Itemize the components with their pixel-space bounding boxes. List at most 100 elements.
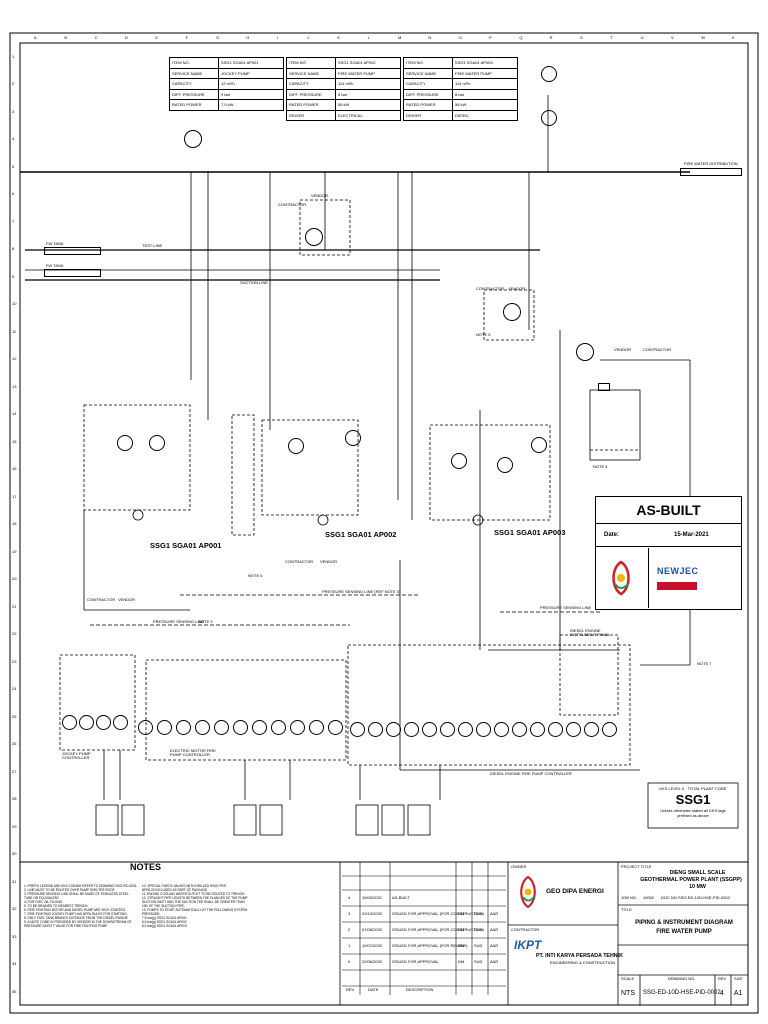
note-7-tag: NOTE 7 bbox=[697, 661, 712, 666]
controller-instrument-bubble bbox=[458, 722, 473, 737]
grid-col-label: M bbox=[398, 35, 402, 40]
grid-col-label: N bbox=[428, 35, 432, 40]
note-5-tag: NOTE 5 bbox=[476, 332, 491, 337]
controller-instrument-bubble bbox=[422, 722, 437, 737]
instrument-bubble-fi bbox=[503, 303, 521, 321]
grid-row-label: 33 bbox=[12, 933, 17, 939]
revision-date: 07/08/2020 bbox=[362, 927, 383, 932]
pump-table-row: ITEM NO.SSG1 SGA01 AP001 bbox=[169, 57, 284, 69]
asbuilt-stamp: AS-BUILT Date: 15-Mar-2021 NEWJEC bbox=[595, 496, 742, 610]
instrument-bubble-pshh bbox=[184, 130, 202, 148]
fw-tank-line-tag-2 bbox=[44, 269, 101, 277]
grid-col-label: H bbox=[246, 35, 250, 40]
drawing-no-value: SSG-ED-10D-HSE-PID-0002 bbox=[643, 990, 721, 996]
grid-row-label: 27 bbox=[12, 768, 17, 774]
controller-instrument-bubble bbox=[271, 720, 286, 735]
controller-instrument-bubble bbox=[566, 722, 581, 737]
note-line: 6.0 bar(g) SSG1 SGA01 AP003 bbox=[142, 924, 187, 928]
size-label: SIZE bbox=[734, 976, 743, 981]
controller-instrument-bubble bbox=[195, 720, 210, 735]
grid-col-label: W bbox=[701, 35, 706, 40]
instrument-bubble-pi-4 bbox=[531, 437, 547, 453]
pump-table-key: SERVICE NAME bbox=[286, 67, 336, 79]
asbuilt-date-value: 15-Mar-2021 bbox=[674, 532, 709, 538]
grid-col-label: B bbox=[64, 35, 67, 40]
pump-table-row: ITEM NO.SSG1 SGA01 AP002 bbox=[286, 57, 401, 69]
pump-table-value: 114 m³/h bbox=[335, 78, 401, 90]
controller-instrument-bubble bbox=[176, 720, 191, 735]
distribution-line-tag bbox=[680, 168, 742, 176]
pump-table-value: FIRE WATER PUMP bbox=[452, 67, 518, 79]
grid-row-label: 25 bbox=[12, 713, 17, 719]
grid-col-label: D bbox=[125, 35, 128, 40]
vendor-label-4: VENDOR bbox=[320, 559, 338, 564]
grid-col-label: R bbox=[549, 35, 553, 40]
controller-instrument-bubble bbox=[79, 715, 94, 730]
note-line: 2. LINE MUST TO BE ROUTED OVER PUMP SHEL… bbox=[24, 888, 116, 892]
pump-table-key: SERVICE NAME bbox=[169, 67, 219, 79]
note-line: SUCTION INLET AND THE SUCTION TEE SHALL … bbox=[142, 900, 245, 904]
grid-row-label: 15 bbox=[12, 438, 17, 444]
grid-col-label: L bbox=[367, 35, 370, 40]
title-label: TITLE bbox=[621, 907, 632, 912]
contractor-label-5: CONTRACTOR bbox=[643, 347, 672, 352]
note-line: 13. PUMPS TO START AUTOMATICALLY AT THE … bbox=[142, 908, 248, 912]
revision-b: SUD bbox=[474, 943, 483, 948]
kks-code: SSG1 bbox=[675, 792, 711, 808]
fw-tank-label-1: FW TANK bbox=[46, 241, 64, 246]
revision-c: AAR bbox=[490, 943, 499, 948]
pump-table-key: RATED POWER bbox=[403, 99, 453, 111]
pump-table-value: FIRE WATER PUMP bbox=[335, 67, 401, 79]
controller-instrument-bubble bbox=[96, 715, 111, 730]
revision-a: DM bbox=[458, 959, 465, 964]
grid-row-label: 30 bbox=[12, 851, 17, 857]
controller-instrument-bubble bbox=[62, 715, 77, 730]
pump-table-key: DRIVER bbox=[286, 109, 336, 121]
revision-desc: ISSUED FOR APPROVAL (FOR CONSTRUCTION) bbox=[392, 911, 485, 916]
vendor-label-2: VENDOR bbox=[508, 286, 526, 291]
vendor-label-3: VENDOR bbox=[118, 597, 136, 602]
revision-rev: 3 bbox=[348, 911, 351, 916]
fw-tank-label-2: FW TANK bbox=[46, 263, 64, 268]
contractor-label-3: CONTRACTOR bbox=[87, 597, 116, 602]
vendor-label-1: VENDOR bbox=[311, 193, 329, 198]
instrument-bubble-li bbox=[576, 343, 594, 361]
note-line: 10D OF THE SUCTION PIPE. bbox=[142, 904, 185, 908]
note-line: 12. STRAIGHT PIPE LENGTH BETWEEN THE FLA… bbox=[142, 896, 248, 900]
controller-instrument-bubble bbox=[584, 722, 599, 737]
grid-row-label: 2 bbox=[12, 81, 15, 87]
grid-row-label: 34 bbox=[12, 961, 17, 967]
grid-col-label: U bbox=[640, 35, 644, 40]
revision-c: AAR bbox=[490, 959, 499, 964]
note-6-tag: NOTE 6 bbox=[248, 573, 263, 578]
grid-row-label: 1 bbox=[12, 54, 15, 59]
pump-table-value: ELECTRICAL bbox=[335, 109, 401, 121]
pump-table-key: ITEM NO. bbox=[403, 57, 453, 69]
revision-rev: 2 bbox=[348, 927, 351, 932]
grid-row-label: 31 bbox=[12, 878, 17, 884]
instrument-bubble-pt-3 bbox=[497, 457, 513, 473]
grid-row-label: 18 bbox=[12, 521, 17, 527]
note-line: 5. TO BE DRAINED TO NEAREST TRENCH. bbox=[24, 904, 89, 908]
grid-row-label: 24 bbox=[12, 686, 17, 692]
controller-instrument-bubble bbox=[214, 720, 229, 735]
geo-dipa-small-logo-icon bbox=[612, 560, 630, 596]
controller-instrument-bubble bbox=[252, 720, 267, 735]
project-title-label: PROJECT TITLE bbox=[621, 864, 652, 869]
grid-row-label: 32 bbox=[12, 906, 17, 912]
controller-instrument-bubble bbox=[113, 715, 128, 730]
grid-row-label: 26 bbox=[12, 741, 17, 747]
pump-table-key: DRIVER bbox=[403, 109, 453, 121]
grid-col-label: J bbox=[307, 35, 309, 40]
grid-row-label: 17 bbox=[12, 493, 17, 499]
instrument-bubble-pi bbox=[541, 66, 557, 82]
revision-date: 10/07/2020 bbox=[362, 943, 383, 948]
revision-rev: 1 bbox=[348, 943, 351, 948]
